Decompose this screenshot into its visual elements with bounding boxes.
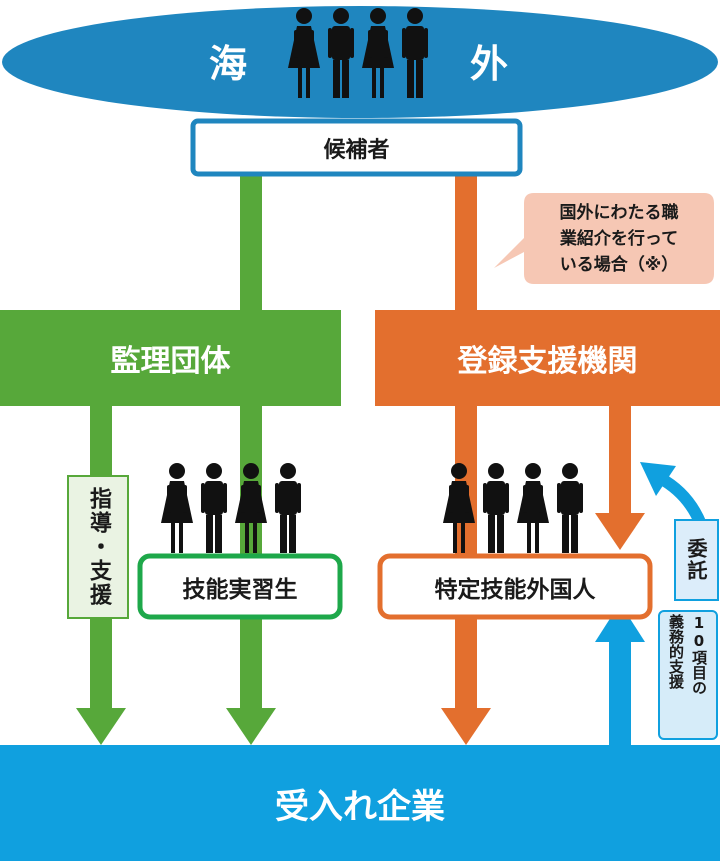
callout-line: 国外にわたる職 [559,203,679,223]
receiving-company-bar [0,745,720,861]
guidance-box [67,475,129,619]
up-arrow-icon [595,603,645,750]
technical-intern-box [137,553,343,620]
obligatory-support-box [658,610,718,740]
entrust-box [674,519,719,601]
obligatory-support-line: 10項目の [690,614,708,695]
entrust-label: 委託 [684,538,708,582]
obligatory-support-label: 10項目の 義務的支援 [661,614,715,736]
callout-bubble [494,193,714,284]
supervising-org-label: 監理団体 [110,344,231,379]
technical-intern-label: 技能実習生 [182,576,298,603]
registered-support-org-bar [375,310,720,406]
orange-flow-arrows [441,170,645,745]
overseas-char-right: 外 [469,41,508,86]
overseas-ellipse [2,6,718,118]
callout-line: いる場合（※） [559,255,679,275]
people-group-icon [161,463,301,553]
receiving-company-label: 受入れ企業 [275,786,445,827]
green-flow-arrows [76,170,276,745]
specified-skilled-foreigner-label: 特定技能外国人 [434,576,596,603]
callout-text: 国外にわたる職 業紹介を行って いる場合（※） [526,196,712,282]
callout-line: 業紹介を行って [559,229,679,249]
overseas-char-left: 海 [208,41,247,86]
guidance-label: 指導・支援 [86,487,111,607]
candidate-label: 候補者 [323,137,390,163]
registered-support-org-label: 登録支援機関 [457,344,638,379]
obligatory-support-line: 義務的支援 [667,614,685,689]
people-group-icon [443,463,583,553]
supervising-org-bar [0,310,341,406]
specified-skilled-box [377,553,653,620]
candidate-box [190,118,523,177]
